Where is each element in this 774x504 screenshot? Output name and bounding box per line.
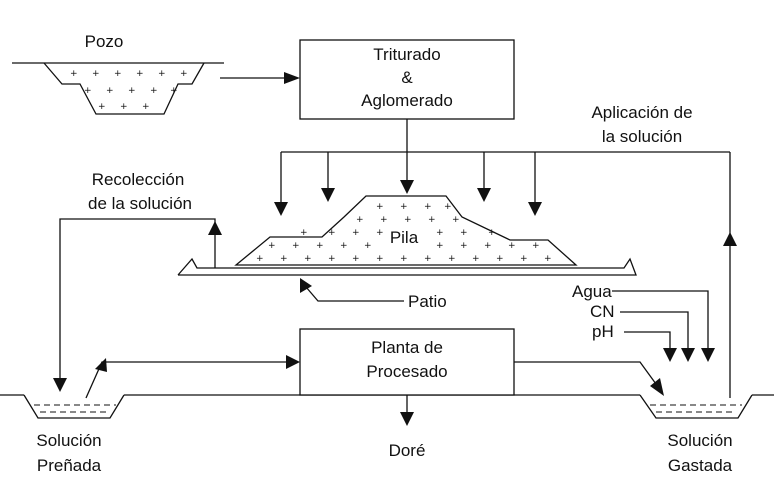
arrow-pozo-to-triturado bbox=[220, 72, 300, 84]
label-solucion-prenada-2: Preñada bbox=[37, 456, 102, 475]
arrow-prenada-to-planta bbox=[85, 355, 300, 399]
label-cn: CN bbox=[590, 302, 615, 321]
label-ampersand: & bbox=[401, 68, 413, 87]
label-procesado: Procesado bbox=[366, 362, 447, 381]
svg-text:+: + bbox=[436, 228, 444, 238]
svg-text:+: + bbox=[400, 202, 408, 212]
label-solucion-prenada-1: Solución bbox=[36, 431, 101, 450]
label-patio: Patio bbox=[408, 292, 447, 311]
pozo-pit: ++++++ +++++ +++ bbox=[12, 62, 224, 115]
svg-text:+: + bbox=[268, 241, 276, 251]
svg-text:+: + bbox=[106, 86, 114, 96]
arrow-planta-to-dore bbox=[400, 395, 414, 426]
svg-text:+: + bbox=[300, 228, 308, 238]
label-agua: Agua bbox=[572, 282, 612, 301]
label-ph: pH bbox=[592, 322, 614, 341]
label-aplicacion-2: la solución bbox=[602, 127, 682, 146]
svg-text:+: + bbox=[436, 241, 444, 251]
svg-text:+: + bbox=[120, 102, 128, 112]
svg-text:+: + bbox=[472, 254, 480, 264]
svg-text:+: + bbox=[532, 241, 540, 251]
solution-distribution-manifold bbox=[274, 151, 737, 398]
pila-heap: +++++++++++++ ++++++++++ +++++++ +++++ +… bbox=[234, 195, 578, 266]
svg-text:+: + bbox=[376, 228, 384, 238]
svg-text:+: + bbox=[448, 254, 456, 264]
label-aplicacion-1: Aplicación de bbox=[591, 103, 692, 122]
svg-text:+: + bbox=[114, 69, 122, 79]
label-recoleccion-1: Recolección bbox=[92, 170, 185, 189]
arrow-recoleccion bbox=[53, 218, 222, 392]
pond-solucion-gastada bbox=[639, 394, 753, 419]
label-solucion-gastada-2: Gastada bbox=[668, 456, 733, 475]
svg-text:+: + bbox=[376, 254, 384, 264]
svg-text:+: + bbox=[352, 254, 360, 264]
svg-text:+: + bbox=[158, 69, 166, 79]
svg-text:+: + bbox=[128, 86, 136, 96]
arrow-triturado-to-pila bbox=[400, 119, 414, 194]
svg-text:+: + bbox=[292, 241, 300, 251]
svg-text:+: + bbox=[484, 241, 492, 251]
label-planta: Planta de bbox=[371, 338, 443, 357]
svg-text:+: + bbox=[428, 215, 436, 225]
svg-text:+: + bbox=[340, 241, 348, 251]
label-triturado: Triturado bbox=[373, 45, 440, 64]
svg-text:+: + bbox=[444, 202, 452, 212]
svg-text:+: + bbox=[256, 254, 264, 264]
label-pila: Pila bbox=[390, 228, 419, 247]
label-dore: Doré bbox=[389, 441, 426, 460]
svg-text:+: + bbox=[520, 254, 528, 264]
svg-text:+: + bbox=[508, 241, 516, 251]
svg-text:+: + bbox=[328, 228, 336, 238]
patio-pad bbox=[177, 257, 637, 276]
svg-text:+: + bbox=[70, 69, 78, 79]
svg-text:+: + bbox=[496, 254, 504, 264]
svg-text:+: + bbox=[488, 228, 496, 238]
box-triturado-aglomerado bbox=[299, 39, 515, 120]
pond-solucion-prenada bbox=[23, 394, 125, 419]
svg-text:+: + bbox=[460, 241, 468, 251]
svg-text:+: + bbox=[364, 241, 372, 251]
svg-text:+: + bbox=[544, 254, 552, 264]
arrow-planta-to-gastada bbox=[514, 361, 664, 396]
svg-text:+: + bbox=[352, 228, 360, 238]
svg-text:+: + bbox=[376, 202, 384, 212]
svg-text:+: + bbox=[400, 254, 408, 264]
label-recoleccion-2: de la solución bbox=[88, 194, 192, 213]
svg-text:+: + bbox=[380, 215, 388, 225]
svg-text:+: + bbox=[180, 69, 188, 79]
svg-text:+: + bbox=[150, 86, 158, 96]
svg-text:+: + bbox=[356, 215, 364, 225]
box-planta-procesado bbox=[299, 328, 515, 396]
svg-text:+: + bbox=[424, 254, 432, 264]
svg-text:+: + bbox=[304, 254, 312, 264]
label-pozo: Pozo bbox=[85, 32, 124, 51]
svg-text:+: + bbox=[328, 254, 336, 264]
reagent-lines bbox=[612, 290, 715, 362]
label-solucion-gastada-1: Solución bbox=[667, 431, 732, 450]
label-aglomerado: Aglomerado bbox=[361, 91, 453, 110]
svg-text:+: + bbox=[142, 102, 150, 112]
svg-text:+: + bbox=[170, 86, 178, 96]
svg-text:+: + bbox=[84, 86, 92, 96]
svg-text:+: + bbox=[136, 69, 144, 79]
svg-text:+: + bbox=[424, 202, 432, 212]
svg-text:+: + bbox=[404, 215, 412, 225]
svg-text:+: + bbox=[460, 228, 468, 238]
arrow-patio-pointer bbox=[300, 278, 404, 302]
svg-text:+: + bbox=[452, 215, 460, 225]
svg-text:+: + bbox=[316, 241, 324, 251]
svg-text:+: + bbox=[92, 69, 100, 79]
svg-text:+: + bbox=[280, 254, 288, 264]
svg-text:+: + bbox=[98, 102, 106, 112]
